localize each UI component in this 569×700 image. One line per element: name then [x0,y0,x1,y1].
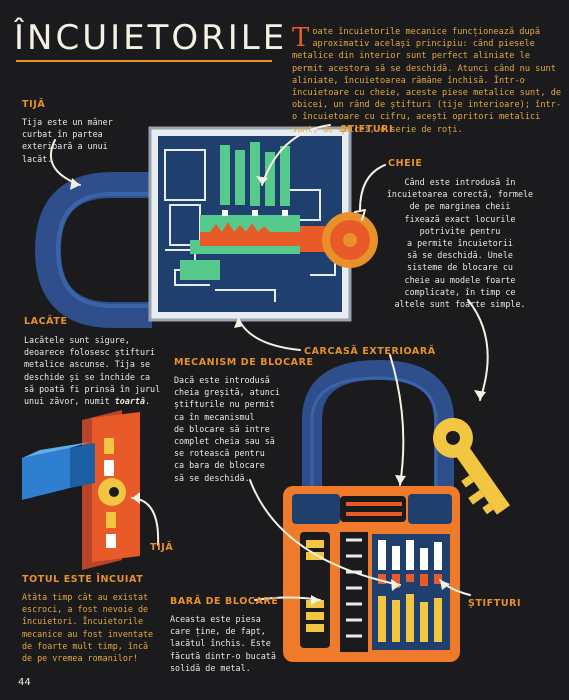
text-tija-top: Tija este un mâner curbat în partea exte… [22,116,152,165]
arrow-stifturi-top [261,124,331,186]
label-tija-top: TIJĂ [22,99,46,110]
text-line: să se deschidă. [174,472,250,483]
label-totul: TOTUL ESTE ÎNCUIAT [22,574,144,585]
door-lock-icon [22,410,140,570]
label-cheie: CHEIE [388,158,423,169]
text-line: care ține, de fapt, [170,626,266,637]
text-line: sisteme de blocare cu [407,262,513,273]
small-key-icon [432,417,510,515]
text-cheie: Când este introdusă în încuietoarea core… [352,176,568,310]
text-line: curbat în partea [22,129,103,140]
text-line: Lacătele sunt sigure, [24,335,130,345]
text-mecanism: Dacă este introdusă cheia greșită, atunc… [174,374,314,484]
text-line: deschide și se închide ca [24,371,151,382]
text-line: unui zăvor, numit toartă. [24,395,184,407]
text-line: lacătul închis. Este [170,638,271,649]
text-line: fixează exact locurile [404,213,516,224]
text-line: mecanice au fost inventate [22,628,154,639]
label-stifturi-bottom: ȘTIFTURI [468,598,522,609]
text-line: Când este introdusă în [404,177,516,187]
text-line: lacăt. [22,153,53,164]
label-bara: BARĂ DE BLOCARE [170,596,279,607]
title-underline [16,60,272,62]
text-line: încuietori. Încuietorile [22,616,144,627]
text-line: cheia greșită, atunci [174,387,280,398]
text-line: să poată fi prinsă în jurul [24,383,161,394]
text-line: Atâta timp cât au existat [22,592,149,602]
text-line: potrivite pentru [419,225,501,236]
text-bara: Aceasta este piesa care ține, de fapt, l… [170,613,300,674]
page-title: ÎNCUIETORILE [14,18,288,58]
arrow-mecanism [249,479,401,586]
text-line: ca bara de blocare [174,460,265,471]
text-line: cheie au modele foarte [404,274,516,285]
arrow-carcasa-top [237,317,301,351]
intro-text: oate încuietorile mecanice funcționează … [292,27,562,135]
arrow-cheie-to-small-key [467,299,489,401]
text-fragment: . [145,396,151,407]
text-fragment: unui zăvor, numit [24,396,115,407]
text-line: a permite încuietorii [407,238,513,249]
text-line: exterioară a unui [22,141,108,152]
text-line: Tija este un mâner [22,117,113,127]
arrow-carcasa-bottom [389,354,405,486]
text-line: complicate, în timp ce [404,286,516,297]
page-number: 44 [18,677,31,688]
text-line: metalice ascunse. Tija se [24,359,151,370]
text-line: de blocare să intre [174,423,270,434]
text-line: să se deschidă. Unele [407,250,513,261]
text-line: de pe vremea romanilor! [22,653,138,664]
text-line: încuietoarea corectă, formele [386,189,534,200]
text-line: solidă de metal. [170,662,251,673]
text-lacate: Lacătele sunt sigure, deoarece folosesc … [24,334,184,407]
label-mecanism: MECANISM DE BLOCARE [174,357,314,368]
text-line: de pe marginea cheii [409,201,511,212]
label-carcasa: CARCASĂ EXTERIOARĂ [304,346,436,357]
text-line: altele sunt foarte simple. [394,299,526,310]
text-line: de foarte mult timp, încă [22,640,149,651]
intro-dropcap: T [292,23,310,53]
text-line: ca în mecanismul [174,411,255,422]
bottom-padlock-icon [283,359,460,662]
text-line: complet cheia sau să [174,436,275,447]
text-line: știfturile nu permit [174,399,275,410]
label-tija-bottom: TIJĂ [150,542,174,553]
top-padlock-cutaway-icon [34,126,352,328]
key-icon [300,212,378,268]
text-line: se rotească pentru [174,448,265,459]
label-stifturi-top: ȘTIFTURI [340,124,394,135]
text-line: escroci, a fost nevoie de [22,604,149,615]
text-line: făcută dintr-o bucată [170,650,276,661]
text-line: deoarece folosesc știfturi [24,347,156,358]
text-line: Aceasta este piesa [170,614,261,624]
text-line: Dacă este introdusă [174,375,270,385]
text-totul: Atâta timp cât au existat escroci, a fos… [22,591,182,664]
arrow-cheie [359,164,386,211]
label-lacate: LACĂTE [24,316,68,327]
emphasis-toarta: toartă [114,396,146,407]
